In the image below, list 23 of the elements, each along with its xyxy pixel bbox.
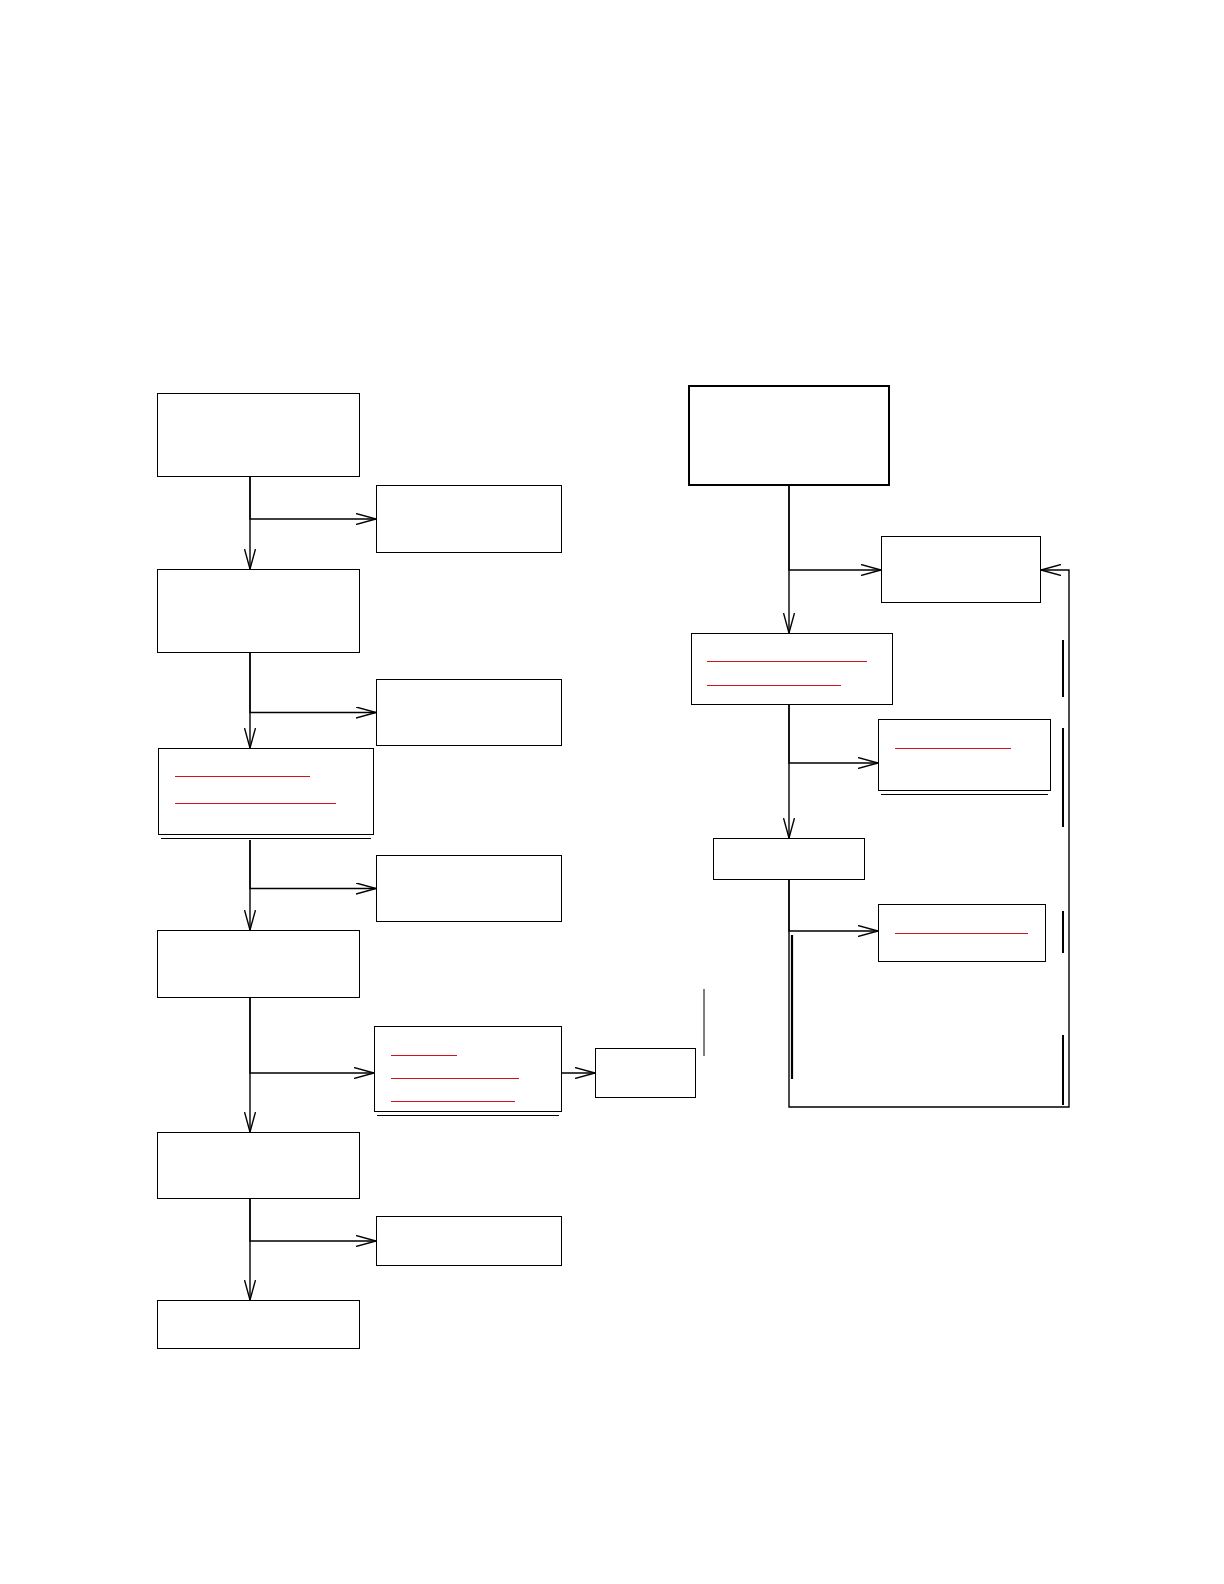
process-box [157, 393, 360, 477]
process-box [157, 930, 360, 998]
arrow [249, 652, 377, 719]
arrow [788, 704, 879, 770]
process-box [595, 1048, 696, 1098]
process-box [881, 536, 1041, 603]
arrow [249, 997, 375, 1080]
process-box [376, 855, 562, 922]
process-box [376, 1216, 562, 1266]
process-box [376, 485, 562, 553]
arrow [249, 1198, 377, 1248]
arrow [788, 563, 1070, 1108]
arrow [788, 485, 882, 577]
process-box [376, 679, 562, 746]
process-box [157, 1132, 360, 1199]
process-box [691, 633, 893, 705]
process-box [878, 904, 1046, 962]
process-box [688, 385, 890, 486]
arrow [249, 476, 377, 526]
process-box [157, 1300, 360, 1349]
process-box [157, 569, 360, 653]
process-box [713, 838, 865, 880]
arrow [561, 1066, 596, 1080]
